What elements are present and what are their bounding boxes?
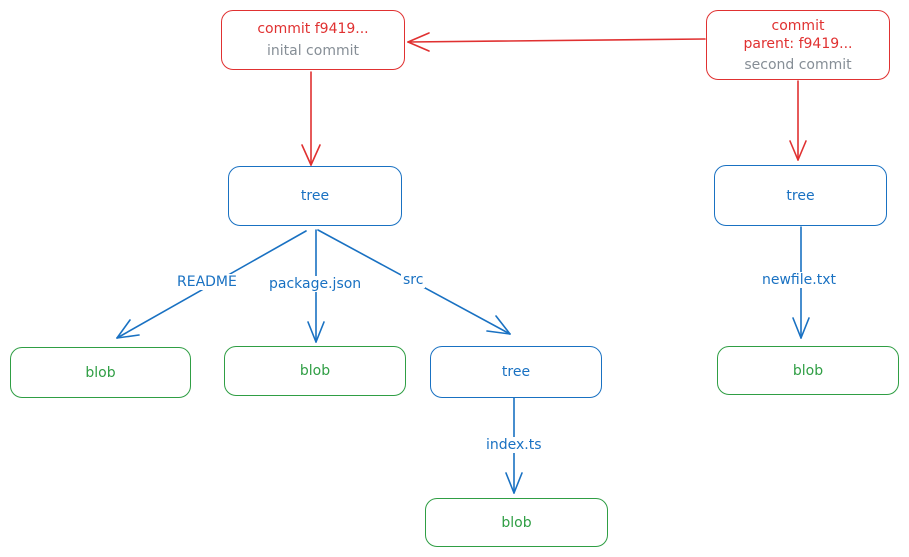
commit-message: inital commit	[267, 43, 359, 59]
edge-commit1-to-tree1	[301, 71, 321, 166]
blob-node-package[interactable]: blob	[224, 346, 406, 396]
blob-node-readme[interactable]: blob	[10, 347, 191, 398]
edge-commit2-to-tree2	[789, 80, 807, 161]
commit-node-initial[interactable]: commit f9419... inital commit	[221, 10, 405, 70]
commit-parent: parent: f9419...	[743, 35, 853, 52]
blob-node-index[interactable]: blob	[425, 498, 608, 547]
blob-label: blob	[299, 363, 331, 379]
tree-label: tree	[501, 364, 531, 380]
edge-label-index: index.ts	[484, 437, 544, 453]
tree-label: tree	[786, 187, 815, 204]
tree-node-second[interactable]: tree	[714, 165, 887, 226]
commit-title: commit	[771, 17, 825, 34]
edge-label-newfile: newfile.txt	[760, 272, 838, 288]
tree-label: tree	[300, 188, 330, 204]
commit-message: second commit	[744, 56, 852, 73]
blob-label: blob	[501, 514, 532, 531]
edge-label-readme: README	[175, 274, 239, 290]
tree-node-root[interactable]: tree	[228, 166, 402, 226]
blob-node-newfile[interactable]: blob	[717, 346, 899, 395]
blob-label: blob	[85, 364, 116, 381]
commit-node-second[interactable]: commit parent: f9419... second commit	[706, 10, 890, 80]
commit-title: commit f9419...	[257, 21, 369, 37]
edge-label-src: src	[401, 272, 426, 288]
edge-label-package: package.json	[267, 276, 364, 292]
blob-label: blob	[792, 362, 824, 379]
edge-commit2-to-commit1	[407, 32, 706, 52]
tree-node-src[interactable]: tree	[430, 346, 602, 398]
